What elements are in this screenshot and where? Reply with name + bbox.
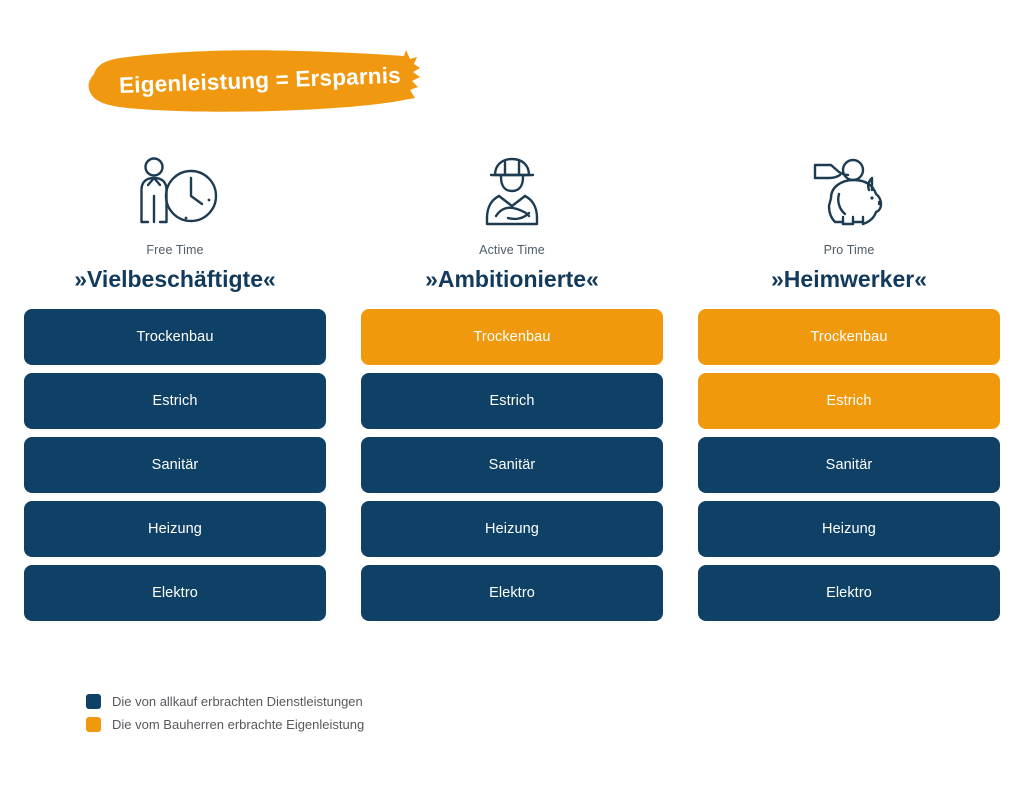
- task-bar[interactable]: Trockenbau: [361, 308, 663, 365]
- persona-kicker: Pro Time: [823, 243, 875, 257]
- legend-label: Die vom Bauherren erbrachte Eigenleistun…: [112, 717, 365, 732]
- task-bar[interactable]: Sanitär: [698, 436, 1000, 493]
- task-bar[interactable]: Trockenbau: [698, 308, 1000, 365]
- task-bar[interactable]: Elektro: [698, 564, 1000, 621]
- banner-text: Eigenleistung = Ersparnis: [118, 62, 402, 99]
- task-bar[interactable]: Elektro: [361, 564, 663, 621]
- persona-column-ambitionierte: Active Time »Ambitionierte« Trockenbau E…: [361, 150, 663, 621]
- persona-kicker: Active Time: [479, 243, 545, 257]
- legend-swatch-navy: [86, 694, 101, 709]
- legend-item-bauherr: Die vom Bauherren erbrachte Eigenleistun…: [86, 715, 364, 734]
- task-list: Trockenbau Estrich Sanitär Heizung Elekt…: [361, 308, 663, 621]
- task-list: Trockenbau Estrich Sanitär Heizung Elekt…: [698, 308, 1000, 621]
- legend-swatch-orange: [86, 717, 101, 732]
- persona-columns: Free Time »Vielbeschäftigte« Trockenbau …: [0, 150, 1024, 621]
- persona-kicker: Free Time: [146, 243, 204, 257]
- task-list: Trockenbau Estrich Sanitär Heizung Elekt…: [24, 308, 326, 621]
- task-bar[interactable]: Sanitär: [361, 436, 663, 493]
- person-with-clock-icon: [129, 150, 221, 228]
- piggy-bank-coin-icon: [809, 150, 889, 228]
- banner: Eigenleistung = Ersparnis: [84, 46, 430, 116]
- task-bar[interactable]: Elektro: [24, 564, 326, 621]
- task-bar[interactable]: Estrich: [361, 372, 663, 429]
- task-bar[interactable]: Heizung: [24, 500, 326, 557]
- persona-column-vielbeschaeftigte: Free Time »Vielbeschäftigte« Trockenbau …: [24, 150, 326, 621]
- task-bar[interactable]: Estrich: [698, 372, 1000, 429]
- legend: Die von allkauf erbrachten Dienstleistun…: [86, 692, 364, 734]
- legend-label: Die von allkauf erbrachten Dienstleistun…: [112, 694, 363, 709]
- task-bar[interactable]: Sanitär: [24, 436, 326, 493]
- persona-title: »Vielbeschäftigte«: [74, 265, 276, 292]
- worker-hardhat-crossed-arms-icon: [477, 150, 547, 228]
- persona-title: »Ambitionierte«: [425, 265, 599, 292]
- legend-item-allkauf: Die von allkauf erbrachten Dienstleistun…: [86, 692, 364, 711]
- task-bar[interactable]: Estrich: [24, 372, 326, 429]
- task-bar[interactable]: Heizung: [361, 500, 663, 557]
- task-bar[interactable]: Heizung: [698, 500, 1000, 557]
- persona-title: »Heimwerker«: [771, 265, 927, 292]
- persona-column-heimwerker: Pro Time »Heimwerker« Trockenbau Estrich…: [698, 150, 1000, 621]
- task-bar[interactable]: Trockenbau: [24, 308, 326, 365]
- banner-brushstroke-shape: [88, 50, 421, 112]
